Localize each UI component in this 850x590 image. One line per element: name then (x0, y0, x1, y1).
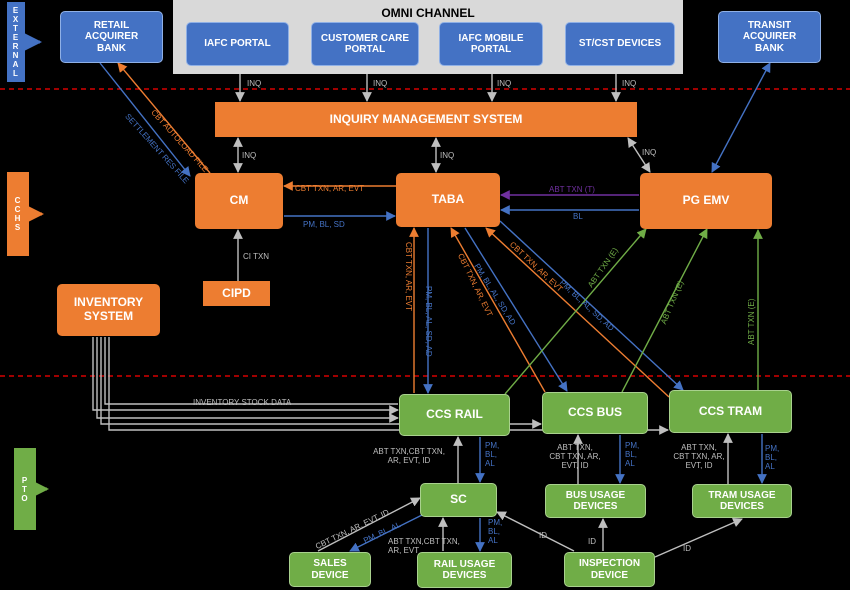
id-label-3: ID (683, 544, 691, 553)
cm-taba-top-label: CBT TXN, AR, EVT (295, 184, 365, 193)
cm-node[interactable]: CM (195, 173, 283, 229)
bus-pg (621, 228, 708, 393)
id-label-1: ID (539, 531, 547, 540)
rail-up-label: CBT TXN, AR, EVT (404, 242, 413, 312)
tram-usage-devices[interactable]: TRAM USAGE DEVICES (692, 484, 792, 518)
insp-tramdev (654, 518, 743, 558)
rail-pg (504, 228, 647, 395)
inq-label-6: INQ (440, 151, 455, 160)
retail-acquirer-bank[interactable]: RETAIL ACQUIRER BANK (60, 11, 163, 63)
sc-down-label: PM, BL, AL (488, 518, 503, 545)
customer-care-portal[interactable]: CUSTOMER CARE PORTAL (311, 22, 419, 66)
inq-label-4: INQ (622, 79, 637, 88)
inv-3 (100, 337, 542, 429)
inv-4 (104, 337, 398, 405)
rail-pto-up-label: ABT TXN,CBT TXN, AR, EVT, ID (373, 447, 445, 465)
sc-node[interactable]: SC (420, 483, 497, 517)
rail-dev-up-label: ABT TXN,CBT TXN, AR, EVT (388, 537, 460, 555)
ci-txn-label: CI TXN (243, 252, 270, 261)
sales-device[interactable]: SALES DEVICE (289, 552, 371, 587)
sales-sc (317, 497, 421, 552)
insp-sc (496, 511, 575, 552)
pg-emv-node[interactable]: PG EMV (640, 173, 772, 229)
inq-label-5: INQ (242, 151, 257, 160)
inv-1 (92, 337, 399, 415)
inq-label-2: INQ (373, 79, 388, 88)
abt-e-tram-label: ABT TXN (E) (747, 298, 756, 345)
tram-pto-down-label: PM, BL, AL (765, 444, 780, 471)
rail-down-label: PM, BL, AL, SD, AD (424, 286, 433, 357)
taba-bus (464, 227, 568, 392)
inv-2 (96, 337, 399, 423)
tram-taba (485, 227, 670, 398)
cm-taba-bottom-label: PM, BL, SD (303, 220, 345, 229)
bus-pto-up-label: ABT TXN, CBT TXN, AR, EVT, ID (549, 443, 601, 470)
bus-pto-down-label: PM, BL, AL (625, 441, 640, 468)
rail-usage-devices[interactable]: RAIL USAGE DEVICES (417, 552, 512, 588)
cbt-autoload (117, 62, 211, 174)
iafc-mobile-portal[interactable]: IAFC MOBILE PORTAL (439, 22, 543, 66)
ccs-tram[interactable]: CCS TRAM (669, 390, 792, 433)
inventory-system[interactable]: INVENTORY SYSTEM (57, 284, 160, 336)
pg-taba-bl-label: BL (573, 212, 583, 221)
rail-pto-down-label: PM, BL, AL (485, 441, 500, 468)
inquiry-management-system[interactable]: INQUIRY MANAGEMENT SYSTEM (215, 102, 637, 137)
bus-usage-devices[interactable]: BUS USAGE DEVICES (545, 484, 646, 518)
pg-transit (711, 62, 771, 173)
transit-acquirer-bank[interactable]: TRANSIT ACQUIRER BANK (718, 11, 821, 63)
tram-pto-up-label: ABT TXN, CBT TXN, AR, EVT, ID (673, 443, 725, 470)
inspection-device[interactable]: INSPECTION DEVICE (564, 552, 655, 587)
iafc-portal[interactable]: IAFC PORTAL (186, 22, 289, 66)
omni-channel-title: OMNI CHANNEL (381, 6, 475, 20)
settlement (99, 62, 191, 177)
taba-node[interactable]: TABA (396, 173, 500, 227)
ccs-bus[interactable]: CCS BUS (542, 392, 648, 434)
inq-label-1: INQ (247, 79, 262, 88)
taba-tram (499, 220, 684, 391)
bus-taba (450, 227, 546, 393)
id-label-2: ID (588, 537, 596, 546)
cipd-node[interactable]: CIPD (203, 281, 270, 306)
st-cst-devices[interactable]: ST/CST DEVICES (565, 22, 675, 66)
inq-label-3: INQ (497, 79, 512, 88)
ccs-rail[interactable]: CCS RAIL (399, 394, 510, 436)
ims-pg (627, 137, 651, 173)
abt-txn-t-label: ABT TXN (T) (549, 185, 595, 194)
sc-sales (349, 511, 429, 552)
inq-label-7: INQ (642, 148, 657, 157)
inventory-stock-data-label: INVENTORY STOCK DATA (193, 398, 292, 407)
